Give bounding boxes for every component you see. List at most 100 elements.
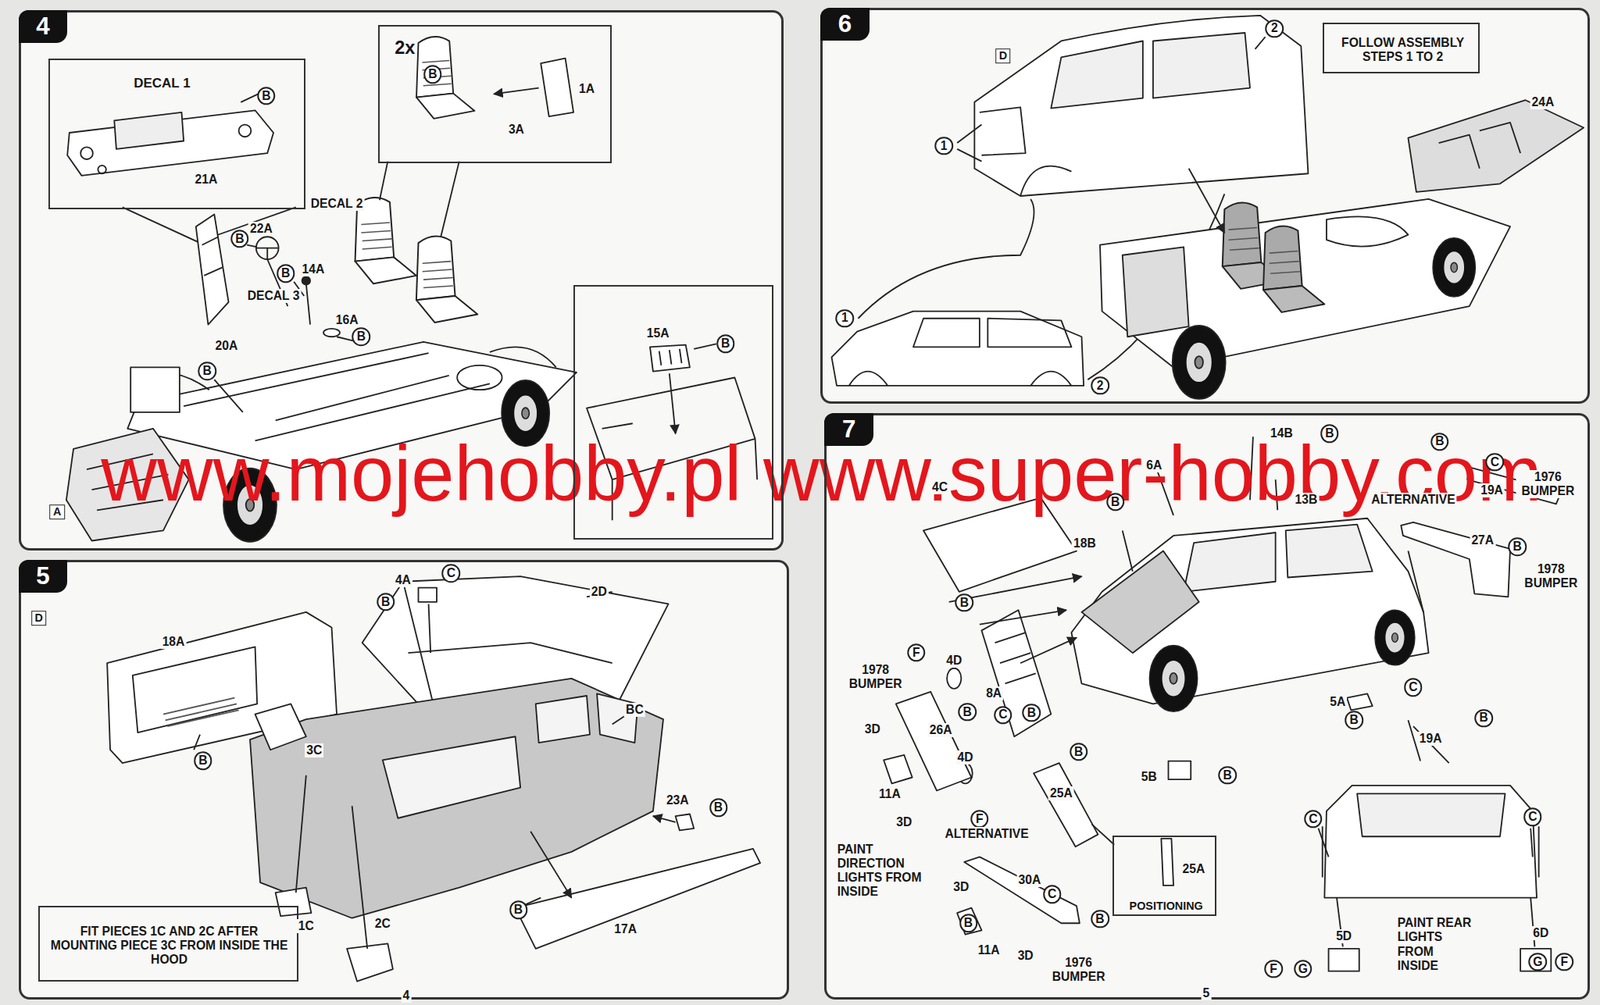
part-label: 14B	[1268, 426, 1295, 441]
box-text: 15A	[646, 326, 670, 341]
paint-code: G	[1528, 953, 1548, 972]
part-label: DECAL 3	[246, 289, 302, 304]
bumper-label: 1978 BUMPER	[843, 663, 908, 692]
inset-box: 25APOSITIONING	[1112, 835, 1217, 917]
paint-code: B	[509, 900, 529, 920]
inset-box: 2x	[378, 25, 612, 165]
paint-code: C	[993, 706, 1013, 725]
paint-code: B	[716, 334, 736, 354]
step-number: 6	[820, 7, 870, 41]
part-label: 8A	[984, 686, 1004, 701]
callout-number: 2	[1090, 376, 1110, 396]
part-label: 18B	[1071, 536, 1098, 551]
paint-code: C	[1523, 807, 1543, 827]
part-label: 11A	[877, 787, 903, 802]
part-label: DECAL 2	[309, 196, 365, 211]
callout-number: 1	[835, 309, 855, 329]
paint-code: B	[1106, 492, 1125, 512]
paint-note: PAINT REAR LIGHTS FROM INSIDE	[1396, 916, 1478, 973]
inset-box: FOLLOW ASSEMBLY STEPS 1 TO 2	[1322, 22, 1480, 74]
paint-code: B	[257, 86, 276, 106]
part-label: 24A	[1529, 95, 1556, 110]
part-label: 3A	[507, 122, 526, 137]
callout-number: 1	[934, 136, 954, 156]
sub-assembly-letter: A	[49, 504, 65, 521]
part-label: ALTERNATIVE	[1369, 492, 1457, 508]
part-label: 4D	[956, 750, 975, 765]
part-label: 6A	[1144, 458, 1164, 473]
paint-code: C	[1403, 678, 1423, 698]
step-panel: 4 2xDECAL 1 15A	[18, 10, 785, 551]
inset-box: DECAL 1	[48, 58, 306, 210]
sub-assembly-letter: D	[31, 610, 47, 627]
box-text: 2x	[394, 38, 415, 60]
part-label: 22A	[248, 221, 275, 236]
paint-code: B	[1218, 766, 1238, 786]
paint-code: B	[1430, 432, 1450, 452]
box-text: FIT PIECES 1C AND 2C AFTER MOUNTING PIEC…	[47, 924, 291, 967]
part-label: 5	[1200, 986, 1211, 1001]
paint-code: B	[1090, 910, 1110, 929]
paint-code: B	[957, 703, 977, 722]
bumper-label: 1978 BUMPER	[1519, 562, 1583, 591]
step-number: 5	[18, 560, 68, 593]
part-label: 5B	[1139, 770, 1159, 785]
paint-code: C	[1303, 810, 1323, 829]
paint-code: B	[955, 593, 975, 613]
paint-code: C	[1485, 453, 1505, 472]
watermark: www.mojehobby.pl www.super-hobby.com	[100, 435, 1542, 514]
part-label: 14A	[300, 262, 327, 277]
bumper-label: 1976 BUMPER	[1046, 956, 1111, 985]
step-panel: 725APOSITIONING	[824, 413, 1590, 1000]
part-label: 30A	[1017, 873, 1043, 888]
paint-code: B	[1320, 424, 1340, 443]
part-label: 6D	[1531, 926, 1550, 941]
part-label: 2C	[373, 917, 393, 932]
step-panel: 5FIT PIECES 1C AND 2C AFTER MOUNTING PIE…	[18, 560, 790, 1000]
part-label: 3D	[951, 880, 971, 895]
paint-code: B	[423, 65, 443, 85]
part-label: 11A	[976, 943, 1002, 958]
paint-code: F	[970, 810, 990, 829]
bumper-label: 1976 BUMPER	[1516, 470, 1580, 499]
paint-code: B	[959, 914, 979, 933]
box-text: DECAL 1	[133, 75, 190, 92]
part-label: 18A	[160, 635, 187, 650]
part-label: 4D	[944, 653, 964, 668]
part-label: 26A	[928, 723, 954, 738]
part-label: 23A	[664, 793, 691, 808]
paint-code: B	[1069, 742, 1089, 762]
part-label: 4C	[930, 480, 950, 495]
part-label: 3D	[1016, 949, 1036, 964]
step-number: 4	[18, 10, 68, 43]
part-label: 2D	[589, 585, 609, 600]
part-label: 1C	[296, 919, 316, 934]
part-label: 3D	[894, 815, 914, 830]
part-label: 5A	[1328, 695, 1347, 710]
part-label: 5D	[1334, 929, 1354, 944]
sub-assembly-letter: D	[995, 48, 1011, 65]
part-label: ALTERNATIVE	[942, 827, 1030, 842]
paint-code: B	[1022, 703, 1042, 723]
box-text: POSITIONING	[1129, 899, 1204, 913]
part-label: 25A	[1048, 786, 1075, 801]
paint-code: B	[352, 327, 372, 347]
paint-note: PAINT DIRECTION LIGHTS FROM INSIDE	[835, 842, 943, 900]
paint-code: B	[1507, 537, 1527, 557]
paint-code: B	[193, 752, 213, 772]
part-label: 21A	[192, 172, 219, 187]
step-number: 7	[824, 413, 874, 447]
paint-code: B	[376, 592, 396, 612]
callout-number: 2	[1265, 19, 1285, 39]
part-label: 19A	[1478, 483, 1505, 498]
paint-code: C	[1042, 885, 1062, 905]
inset-box: 15A	[573, 285, 774, 541]
part-label: 4	[400, 989, 411, 1004]
part-label: 4A	[393, 573, 413, 588]
paint-code: B	[1474, 709, 1493, 729]
paint-code: B	[1344, 710, 1364, 730]
paint-code: F	[1264, 960, 1283, 979]
inset-box: FIT PIECES 1C AND 2C AFTER MOUNTING PIEC…	[38, 906, 299, 983]
paint-code: B	[230, 229, 250, 249]
part-label: 3C	[304, 743, 324, 758]
